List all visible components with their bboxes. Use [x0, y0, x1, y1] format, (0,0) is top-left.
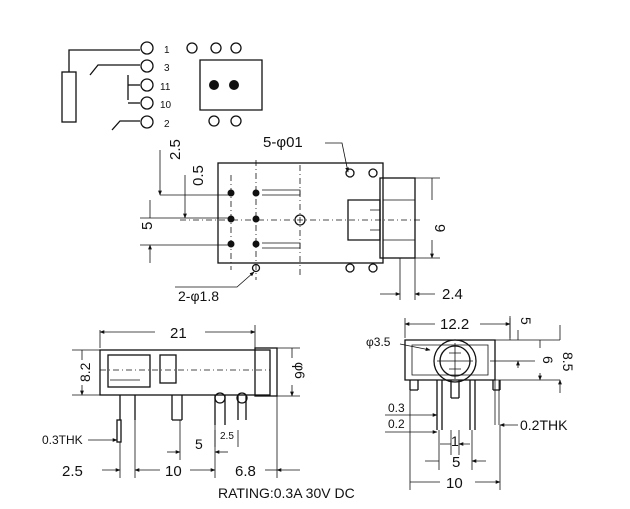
dim-1: 1 — [451, 433, 459, 449]
dim-9: 9 — [431, 224, 448, 232]
dim-5: 5 — [195, 436, 203, 452]
pin-schematic: 1 3 11 10 2 — [61, 41, 172, 131]
dim-21: 21 — [170, 325, 187, 342]
dim-0-3: 0.3 — [388, 401, 405, 415]
thk-label: 0.3THK — [42, 433, 83, 447]
pin-layout — [186, 42, 263, 127]
pad-callout: 2-φ1.8 — [178, 288, 219, 304]
dim-5: 5 — [139, 222, 156, 230]
pin-10-terminal — [140, 96, 154, 110]
dim-phi3-5: φ3.5 — [366, 335, 391, 349]
dim-2-5-pitch: 2.5 — [220, 431, 234, 442]
dim-5-bottom: 5 — [452, 454, 460, 471]
pin-11-terminal — [140, 78, 154, 92]
thk-label: 0.2THK — [520, 417, 568, 433]
pin-2-terminal — [140, 115, 154, 129]
dim-8-2: 8.2 — [77, 362, 93, 382]
pin-label: 10 — [160, 100, 172, 111]
dim-2-5-bottom: 2.5 — [62, 463, 83, 480]
dim-2-5: 2.5 — [167, 139, 184, 160]
pin-label: 2 — [164, 119, 170, 130]
jack-opening — [433, 339, 477, 383]
front-view: 12.2 φ3.5 5 6 8.5 0.3 0.2 0.2THK 1 5 10 — [366, 316, 576, 492]
top-view: 5-φ01 2-φ1.8 2.5 0.5 5 9 2.4 — [139, 134, 463, 304]
pin-3-terminal — [140, 59, 154, 73]
pin-1-terminal — [140, 41, 154, 55]
dim-0-5: 0.5 — [190, 165, 207, 186]
dim-10: 10 — [165, 463, 182, 480]
hole-callout: 5-φ01 — [263, 134, 303, 151]
dim-6-8: 6.8 — [235, 463, 256, 480]
dim-5: 5 — [518, 317, 534, 325]
pin-label: 3 — [164, 63, 170, 74]
dim-12-2: 12.2 — [440, 316, 469, 333]
dim-0-2: 0.2 — [388, 417, 405, 431]
dim-6: 6 — [540, 356, 556, 364]
dim-2-4: 2.4 — [442, 286, 463, 303]
plug-body — [61, 71, 77, 123]
dim-phi6: φ6 — [292, 362, 308, 379]
dim-10: 10 — [446, 475, 463, 492]
pin-label: 11 — [160, 82, 171, 93]
dim-8-5: 8.5 — [560, 352, 576, 372]
rating-label: RATING:0.3A 30V DC — [218, 485, 355, 501]
pin-label: 1 — [164, 45, 170, 56]
side-view: 21 8.2 φ6 0.3THK 2.5 5 2.5 10 6.8 — [42, 325, 308, 480]
